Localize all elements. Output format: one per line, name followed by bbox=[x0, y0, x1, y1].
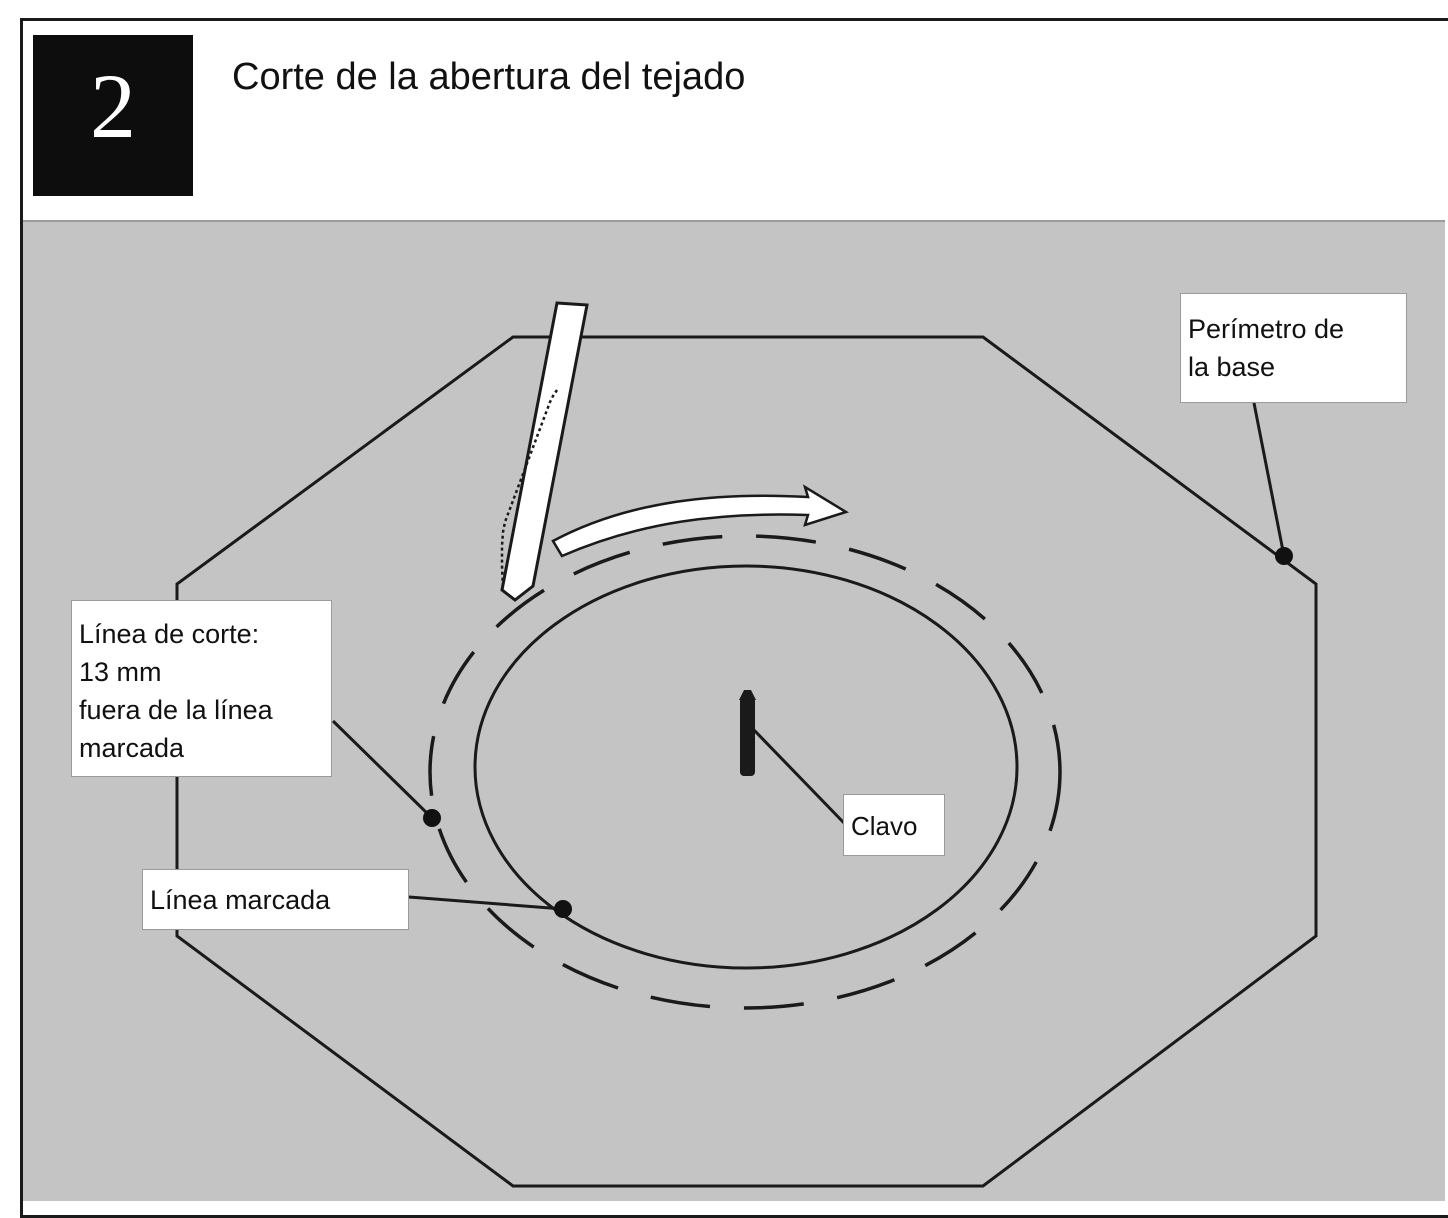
perimeter-label-line: la base bbox=[1188, 352, 1276, 382]
cut-line-label: Línea de corte: 13 mm fuera de la línea … bbox=[71, 600, 332, 777]
cut-line-dashed-circle bbox=[428, 534, 1062, 1010]
saw-blade bbox=[500, 301, 589, 602]
step-number: 2 bbox=[90, 54, 136, 157]
nail-label-text: Clavo bbox=[851, 811, 918, 841]
cutting-direction-arrow bbox=[551, 484, 849, 558]
step-number-box: 2 bbox=[33, 35, 193, 196]
perimeter-point bbox=[1275, 547, 1293, 565]
nail-leader bbox=[751, 727, 847, 826]
cut-line-point bbox=[423, 809, 441, 827]
marked-line-label-text: Línea marcada bbox=[150, 885, 331, 915]
cut-line-label-line: Línea de corte: bbox=[79, 619, 260, 649]
leader-dots bbox=[423, 547, 1293, 918]
cut-line-label-line: 13 mm bbox=[79, 657, 162, 687]
marked-line-label: Línea marcada bbox=[142, 869, 409, 930]
leader-lines bbox=[331, 402, 1286, 911]
nail-icon bbox=[739, 690, 756, 776]
cut-line-label-line: marcada bbox=[79, 733, 185, 763]
marked-line-point bbox=[554, 900, 572, 918]
nail-label: Clavo bbox=[843, 794, 945, 856]
perimeter-label: Perímetro de la base bbox=[1180, 293, 1407, 403]
cut-line-label-line: fuera de la línea bbox=[79, 695, 273, 725]
perimeter-leader bbox=[1252, 402, 1286, 557]
marked-line-circle bbox=[473, 564, 1019, 970]
step-title: Corte de la abertura del tejado bbox=[232, 56, 746, 98]
cut-line-leader bbox=[331, 719, 434, 820]
perimeter-label-line: Perímetro de bbox=[1188, 314, 1345, 344]
marked-line-leader bbox=[408, 895, 564, 911]
